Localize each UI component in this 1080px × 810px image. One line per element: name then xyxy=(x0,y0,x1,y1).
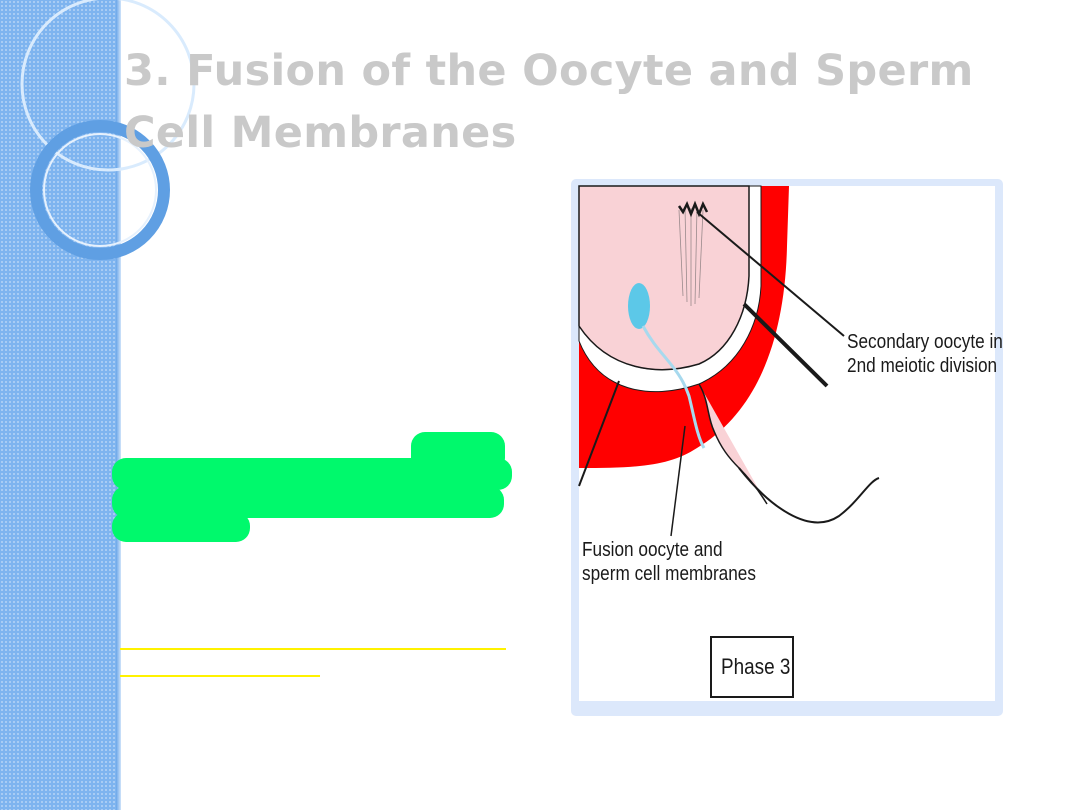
yellow-underline xyxy=(120,648,506,650)
label-secondary-line2: 2nd meiotic division xyxy=(847,355,998,377)
figure-frame: Secondary oocyte in 2nd meiotic division… xyxy=(571,179,1003,716)
highlight-block xyxy=(112,512,250,542)
chromosomes xyxy=(677,200,709,218)
label-fusion-line2: sperm cell membranes xyxy=(582,563,756,585)
slide-title: 3. Fusion of the Oocyte and Sperm Cell M… xyxy=(124,46,974,158)
pointer-secondary xyxy=(696,211,845,337)
oocyte xyxy=(578,185,750,371)
phase-box: Phase 3 xyxy=(710,636,794,698)
meiotic-spindle xyxy=(678,207,704,306)
pointer-fusion xyxy=(670,425,686,537)
outer-sperm-tail xyxy=(738,467,880,524)
label-secondary-line1: Secondary oocyte in xyxy=(847,331,1003,353)
highlight-block xyxy=(112,458,512,490)
sperm-tail xyxy=(641,325,706,449)
label-fusion-line1: Fusion oocyte and xyxy=(582,539,723,561)
diagram-drawing xyxy=(578,185,880,537)
yellow-underline xyxy=(120,675,320,677)
label-fusion-membranes: Fusion oocyte and sperm cell membranes xyxy=(582,538,756,586)
instrument-line xyxy=(742,302,829,388)
phase-label: Phase 3 xyxy=(721,654,791,679)
band-edge xyxy=(116,0,121,810)
fertilization-diagram: Secondary oocyte in 2nd meiotic division… xyxy=(578,185,1003,701)
label-secondary-oocyte: Secondary oocyte in 2nd meiotic division xyxy=(847,330,1003,378)
zona-pellucida xyxy=(579,186,789,468)
sperm-head xyxy=(628,283,650,329)
instrument-line xyxy=(578,380,620,487)
decorative-rings xyxy=(20,0,196,260)
